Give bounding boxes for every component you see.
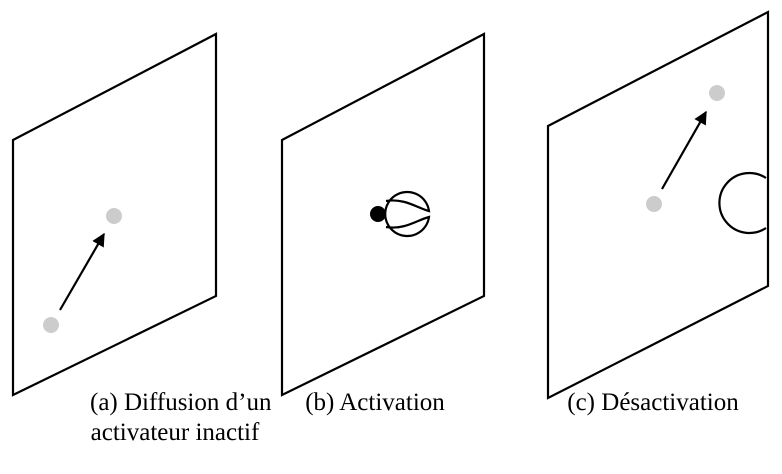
caption-b: (b) Activation [280,388,470,418]
panel-c [548,12,768,398]
inactive-activator-start [43,317,59,333]
caption-b-line1: (b) Activation [280,388,470,418]
inactive-activator-end [106,208,122,224]
inactive-activator-c-end [709,85,725,101]
caption-a-line2: activateur inactif [90,418,260,448]
inactive-activator-c-start [646,196,662,212]
diffusion-arrow-a [60,234,104,310]
receptor-pocket [385,192,429,236]
panel-b [282,34,484,395]
panel-a [13,34,216,395]
active-activator [370,206,386,222]
caption-c-line1: (c) Désactivation [548,388,758,418]
caption-a-line1: (a) Diffusion d’un [90,388,260,418]
caption-c: (c) Désactivation [548,388,758,418]
caption-a: (a) Diffusion d’un activateur inactif [90,388,260,448]
empty-receptor [719,173,766,233]
diffusion-arrow-c [662,112,706,189]
